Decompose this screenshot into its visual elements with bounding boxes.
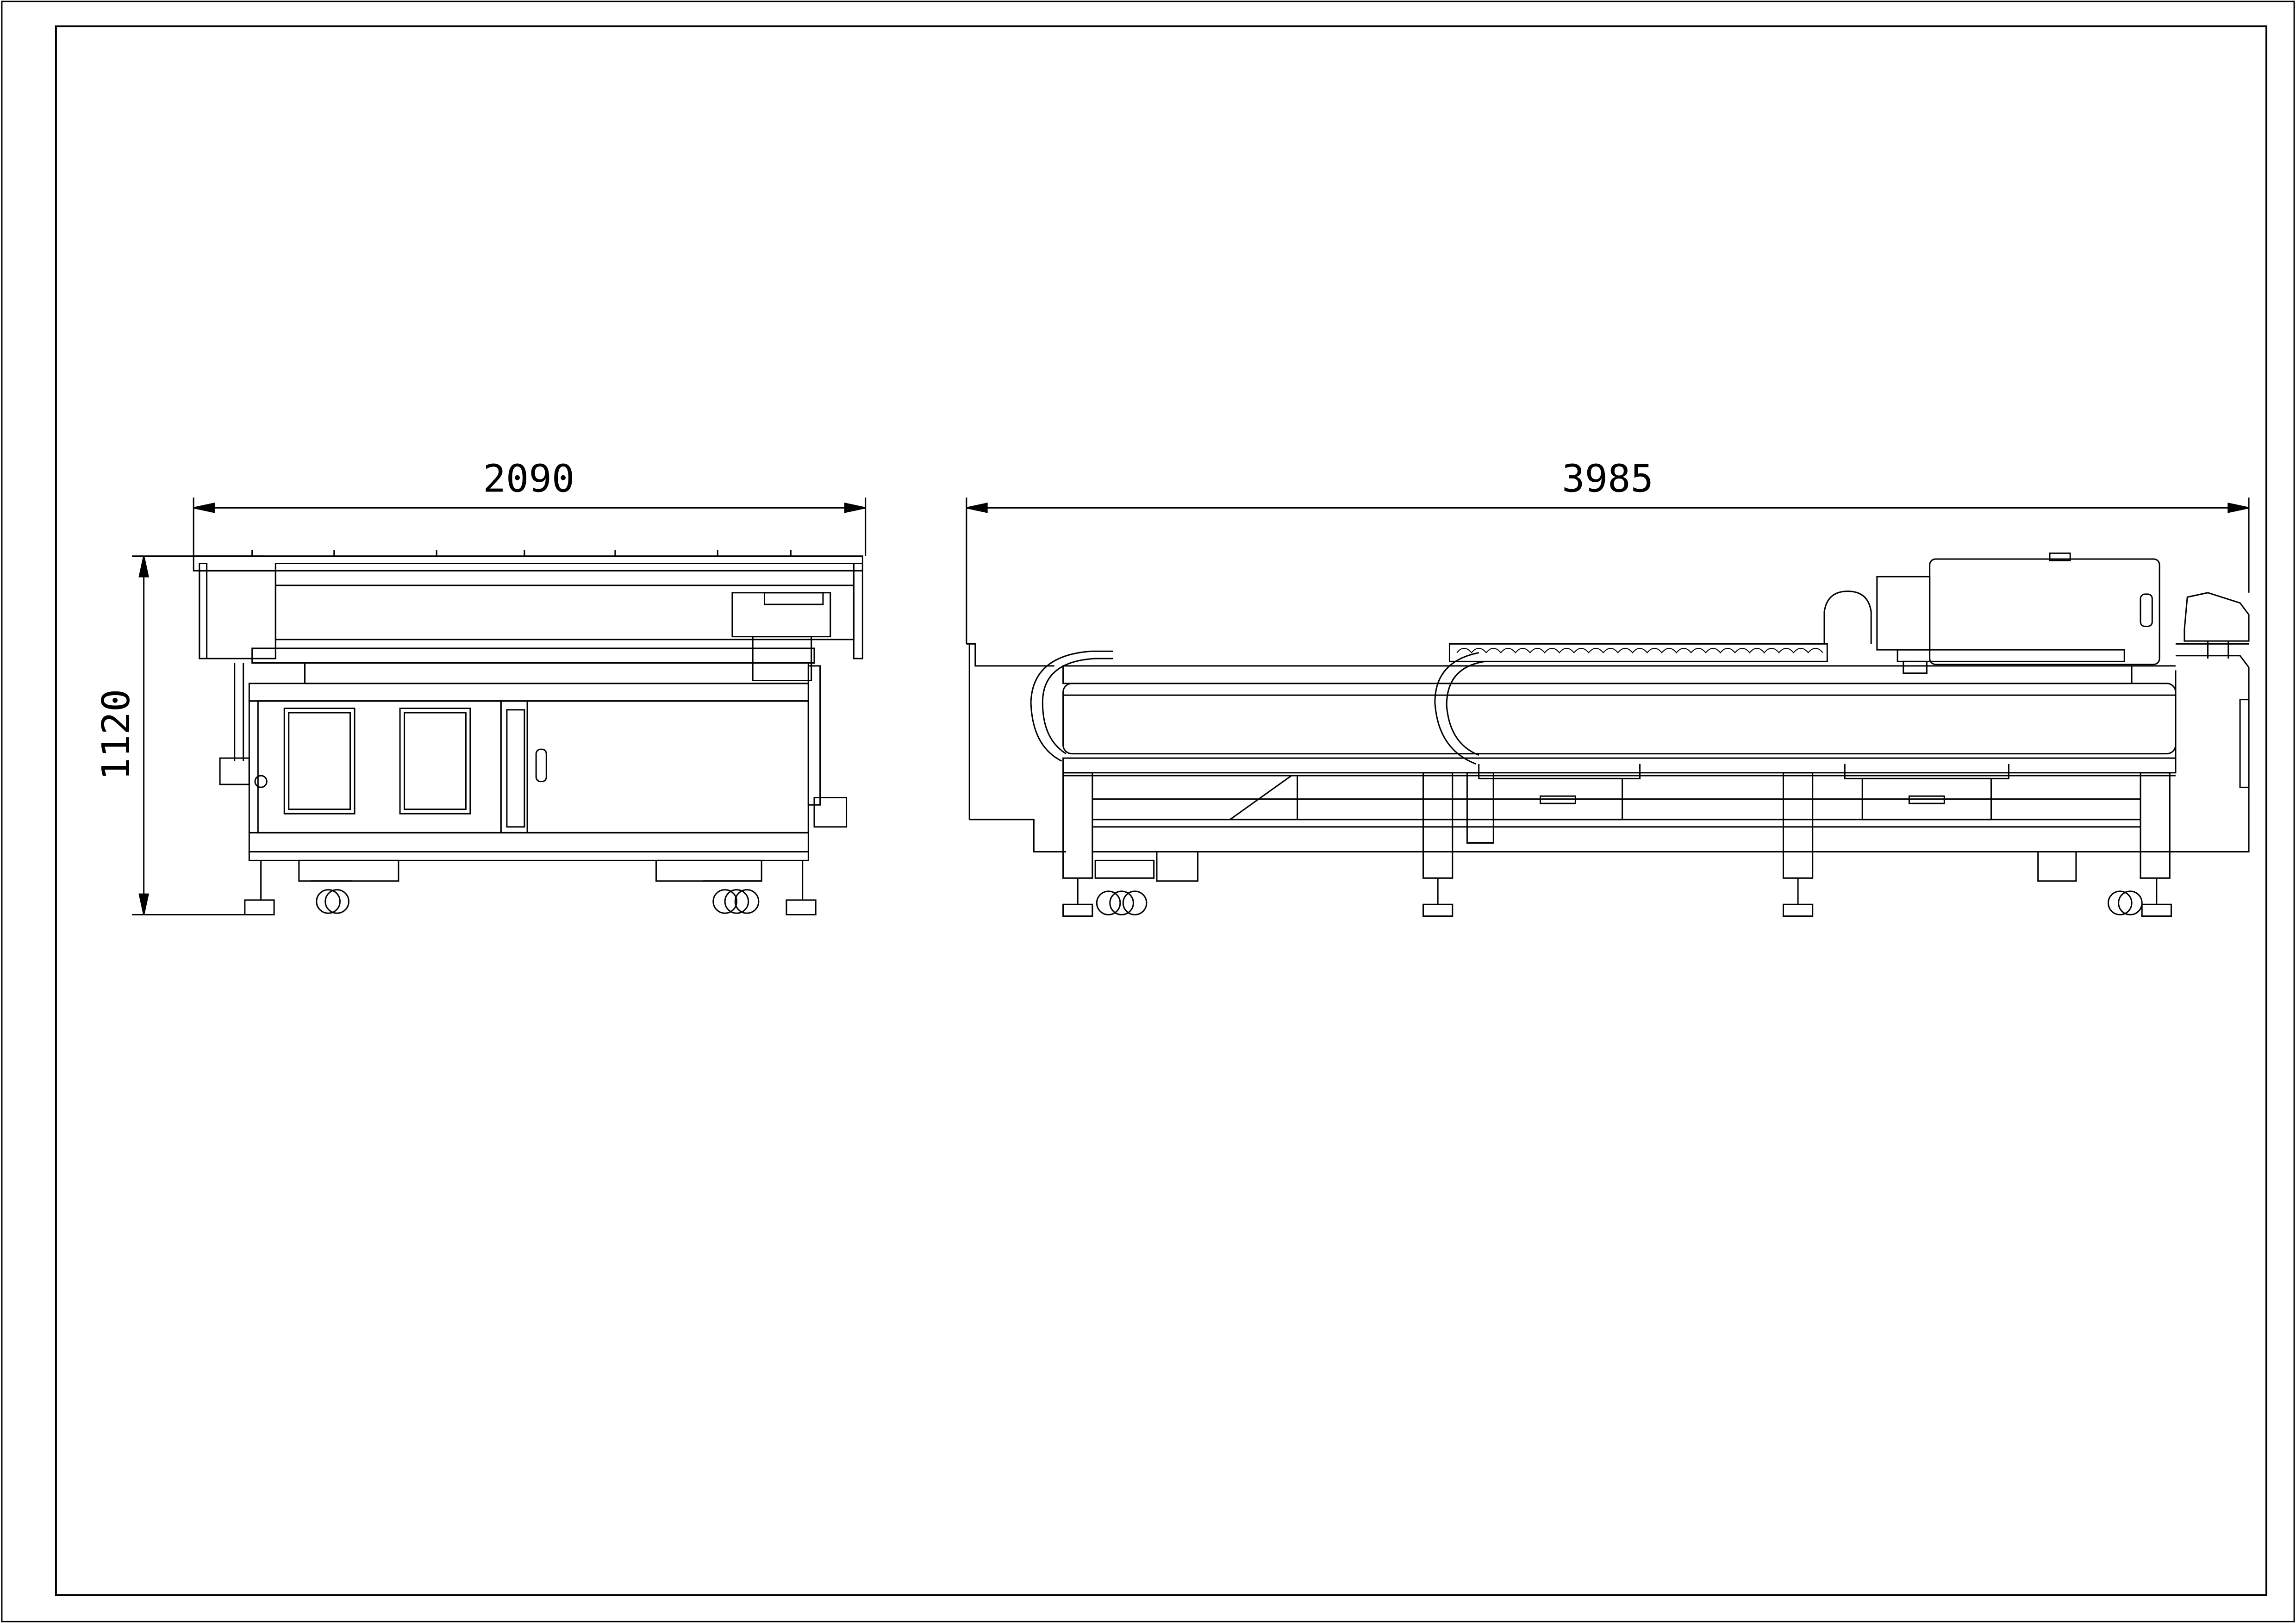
length-dimension: 3985 (967, 457, 2249, 644)
height-dimension: 1120 (94, 556, 264, 915)
width-dimension: 2090 (193, 457, 865, 556)
height-dimension-label: 1120 (94, 689, 138, 780)
end-view: 2090 1120 (94, 457, 866, 915)
length-dimension-label: 3985 (1562, 457, 1653, 501)
side-view: 3985 (967, 457, 2249, 916)
width-dimension-label: 2090 (483, 457, 574, 501)
drawing-frame (56, 26, 2266, 1595)
